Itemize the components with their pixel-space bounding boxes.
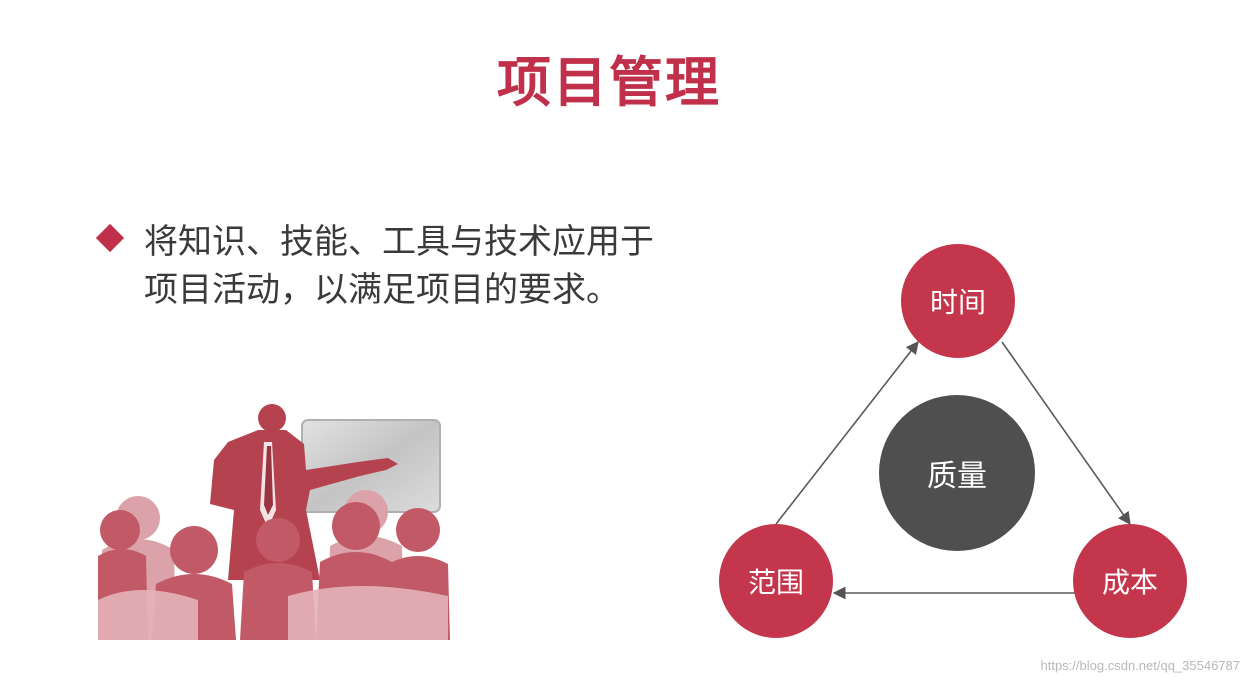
arrow-scope-to-time [775, 340, 919, 525]
bullet-line-1: 将知识、技能、工具与技术应用于 [144, 222, 654, 262]
presenter-illustration [98, 404, 450, 640]
project-triangle-diagram: 质量 时间 范围 成本 [719, 244, 1187, 638]
slide-title: 项目管理 [497, 51, 721, 114]
bullet-line-2: 项目活动，以满足项目的要求。 [144, 270, 620, 310]
center-node-label: 质量 [927, 459, 987, 494]
arrow-time-to-cost [1001, 341, 1131, 526]
node-cost-label: 成本 [1102, 566, 1158, 599]
node-cost: 成本 [1073, 524, 1187, 638]
bullet-text: 将知识、技能、工具与技术应用于 项目活动，以满足项目的要求。 [144, 218, 734, 314]
diamond-bullet-icon [95, 223, 125, 253]
center-node-quality: 质量 [879, 395, 1035, 551]
node-time-label: 时间 [930, 286, 986, 319]
node-scope: 范围 [719, 524, 833, 638]
watermark-url: https://blog.csdn.net/qq_35546787 [1040, 658, 1241, 673]
node-time: 时间 [901, 244, 1015, 358]
node-scope-label: 范围 [748, 566, 804, 599]
